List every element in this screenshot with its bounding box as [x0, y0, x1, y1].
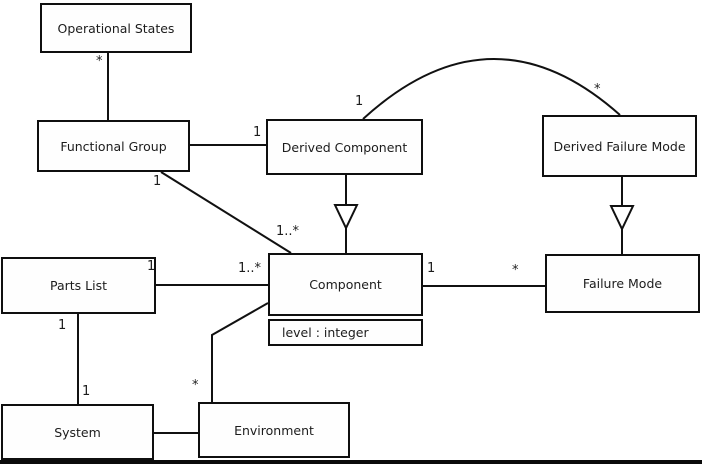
- class-box-component[interactable]: Component: [268, 253, 423, 316]
- multiplicity-label: *: [594, 82, 601, 97]
- edge-generalization-derived-failure-mode-failure-mode[interactable]: [609, 177, 635, 254]
- edge-generalization-derived-component-component[interactable]: [333, 175, 359, 253]
- class-box-operational-states[interactable]: Operational States: [40, 3, 192, 53]
- class-box-failure-mode[interactable]: Failure Mode: [545, 254, 700, 313]
- class-label: Component: [309, 277, 382, 292]
- multiplicity-label: *: [96, 54, 103, 69]
- class-box-functional-group[interactable]: Functional Group: [37, 120, 190, 172]
- hollow-triangle-arrowhead: [609, 205, 635, 232]
- class-label: Functional Group: [60, 138, 167, 154]
- class-box-parts-list[interactable]: Parts List: [1, 257, 156, 314]
- multiplicity-label: *: [512, 263, 519, 278]
- multiplicity-label: 1: [153, 174, 162, 189]
- multiplicity-label: 1..*: [276, 224, 300, 239]
- multiplicity-label: 1: [355, 94, 364, 109]
- multiplicity-label: 1: [82, 384, 91, 399]
- class-box-environment[interactable]: Environment: [198, 402, 350, 458]
- class-label: Parts List: [49, 278, 107, 293]
- attribute-label: level : integer: [282, 325, 369, 340]
- class-label: Operational States: [57, 20, 175, 36]
- class-label: Derived Component: [281, 139, 408, 155]
- class-box-system[interactable]: System: [1, 404, 154, 460]
- class-label: Environment: [234, 422, 314, 438]
- multiplicity-label: *: [192, 378, 199, 393]
- class-label: System: [54, 424, 101, 440]
- class-box-derived-component[interactable]: Derived Component: [266, 119, 423, 175]
- multiplicity-label: 1..*: [238, 261, 262, 276]
- edge-arc-derived-component-derived-failure-mode[interactable]: [362, 58, 621, 120]
- multiplicity-label: 1: [58, 318, 67, 333]
- attribute-compartment-component[interactable]: level : integer: [268, 319, 423, 346]
- edge-environment-component[interactable]: [211, 302, 269, 402]
- class-label: Derived Failure Mode: [553, 138, 686, 154]
- multiplicity-label: 1: [147, 259, 156, 274]
- multiplicity-label: 1: [427, 261, 436, 276]
- class-box-derived-failure-mode[interactable]: Derived Failure Mode: [542, 115, 697, 177]
- hollow-triangle-arrowhead: [333, 204, 359, 231]
- class-label: Failure Mode: [582, 276, 663, 291]
- bottom-border-line: [0, 460, 702, 464]
- edge-functional-group-component[interactable]: [160, 171, 292, 254]
- multiplicity-label: 1: [253, 125, 262, 140]
